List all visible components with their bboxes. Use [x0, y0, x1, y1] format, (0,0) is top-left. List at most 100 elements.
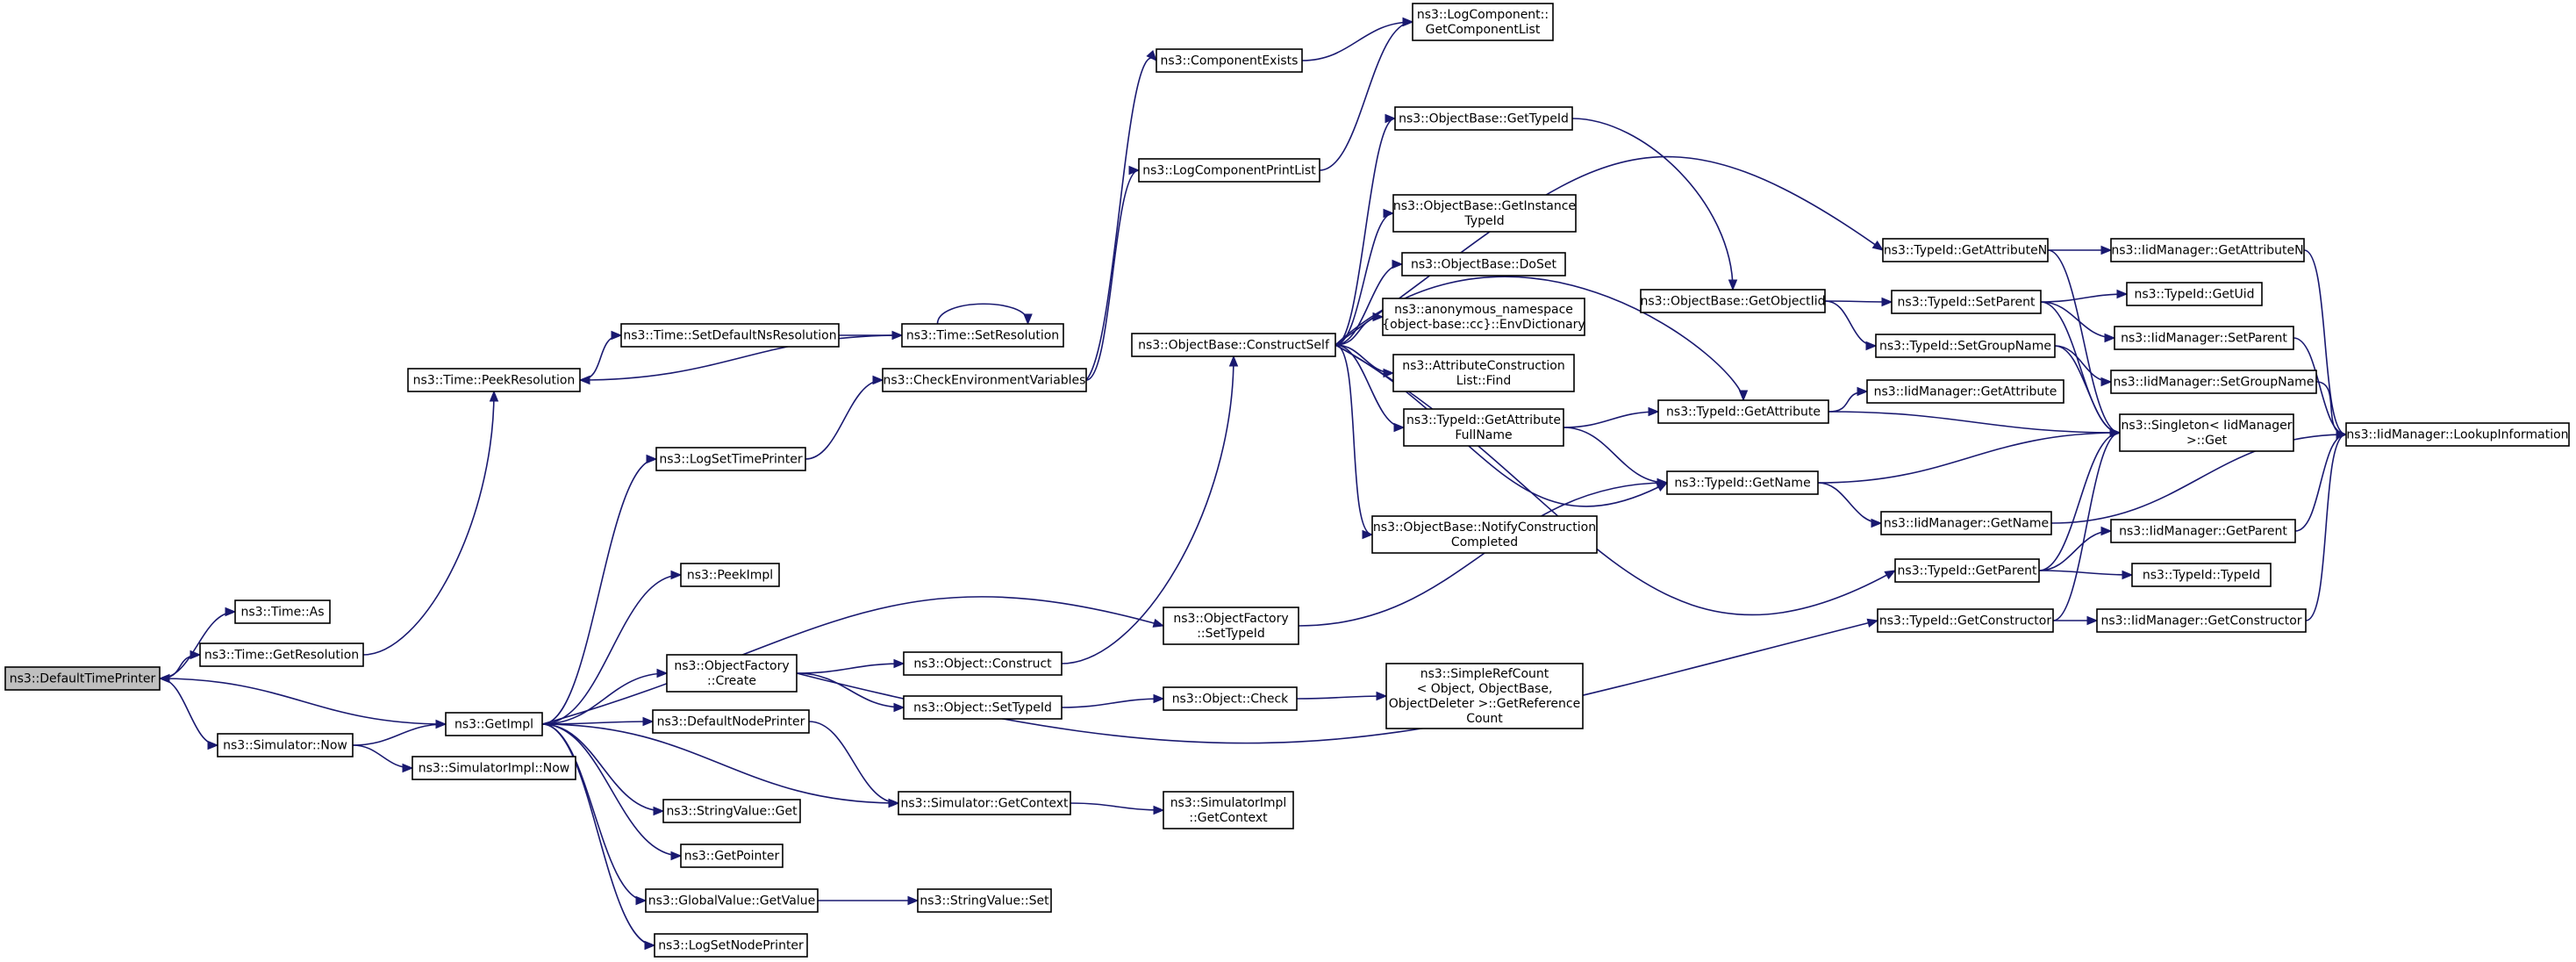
node-label: GetComponentList — [1426, 23, 1541, 37]
function-node-iid-manager-lookup-information[interactable]: ns3::IidManager::LookupInformation — [2345, 422, 2570, 447]
function-node-time-peek-resolution[interactable]: ns3::Time::PeekResolution — [407, 368, 581, 392]
arrowhead — [2116, 289, 2129, 299]
function-node-object-check[interactable]: ns3::Object::Check — [1163, 686, 1298, 711]
call-nodes: ns3::DefaultTimePrinterns3::Time::Asns3:… — [4, 3, 2570, 958]
function-node-type-id-get-attribute[interactable]: ns3::TypeId::GetAttribute — [1657, 399, 1829, 424]
function-node-log-set-time-printer[interactable]: ns3::LogSetTimePrinter — [655, 447, 806, 471]
node-label: ns3::Time::SetResolution — [906, 329, 1059, 343]
function-node-type-id-set-parent[interactable]: ns3::TypeId::SetParent — [1891, 290, 2042, 314]
node-label: ns3::TypeId::SetGroupName — [1879, 340, 2051, 354]
call-edge — [578, 334, 903, 385]
function-node-get-component-list[interactable]: ns3::LogComponent::GetComponentList — [1412, 3, 1554, 41]
function-node-peek-impl[interactable]: ns3::PeekImpl — [680, 563, 780, 587]
call-edge — [541, 723, 900, 808]
call-edge — [1335, 344, 1374, 540]
arrowhead — [190, 650, 202, 660]
function-node-simple-ref-count-get-reference-count[interactable]: ns3::SimpleRefCount< Object, ObjectBase,… — [1385, 663, 1584, 729]
node-label: ns3::Time::SetDefaultNsResolution — [623, 329, 836, 343]
function-node-iid-manager-get-attribute[interactable]: ns3::IidManager::GetAttribute — [1866, 379, 2064, 404]
function-node-time-get-resolution[interactable]: ns3::Time::GetResolution — [199, 643, 364, 667]
call-edge — [159, 650, 202, 679]
function-node-default-time-printer[interactable]: ns3::DefaultTimePrinter — [4, 666, 161, 691]
function-node-string-value-set[interactable]: ns3::StringValue::Set — [917, 888, 1052, 913]
arrowhead — [1153, 805, 1165, 815]
call-edge — [159, 678, 219, 750]
call-edge — [541, 454, 658, 725]
function-node-get-impl[interactable]: ns3::GetImpl — [445, 712, 543, 736]
function-node-iid-manager-set-parent[interactable]: ns3::IidManager::SetParent — [2114, 326, 2294, 350]
function-node-check-environment-variables[interactable]: ns3::CheckEnvironmentVariables — [882, 368, 1087, 392]
function-node-type-id-get-parent[interactable]: ns3::TypeId::GetParent — [1894, 558, 2040, 583]
function-node-log-component-print-list[interactable]: ns3::LogComponentPrintList — [1138, 158, 1320, 183]
function-node-get-pointer[interactable]: ns3::GetPointer — [680, 844, 784, 868]
function-node-simulator-now[interactable]: ns3::Simulator::Now — [217, 733, 354, 757]
arrowhead — [1728, 279, 1738, 291]
function-node-iid-manager-get-parent[interactable]: ns3::IidManager::GetParent — [2110, 519, 2296, 543]
function-node-component-exists[interactable]: ns3::ComponentExists — [1156, 48, 1303, 73]
function-node-object-set-type-id[interactable]: ns3::Object::SetTypeId — [903, 695, 1063, 720]
call-edge — [1335, 259, 1404, 346]
node-box — [903, 651, 1063, 676]
function-node-env-dictionary[interactable]: ns3::anonymous_namespace{object-base::cc… — [1382, 298, 1585, 336]
arrowhead — [670, 851, 683, 861]
call-edge — [1061, 355, 1239, 664]
call-edge — [1335, 276, 1749, 402]
function-node-simulator-impl-get-context[interactable]: ns3::SimulatorImpl::GetContext — [1163, 791, 1294, 829]
node-box — [199, 643, 364, 667]
node-label: ns3::ObjectBase::NotifyConstruction — [1373, 520, 1596, 535]
arrowhead — [1648, 406, 1660, 417]
function-node-object-base-construct-self[interactable]: ns3::ObjectBase::ConstructSelf — [1131, 333, 1336, 357]
function-node-object-factory-create[interactable]: ns3::ObjectFactory::Create — [666, 654, 798, 693]
function-node-iid-manager-get-attribute-n[interactable]: ns3::IidManager::GetAttributeN — [2110, 238, 2305, 262]
function-node-type-id-get-attribute-n[interactable]: ns3::TypeId::GetAttributeN — [1882, 238, 2049, 262]
function-node-type-id-set-group-name[interactable]: ns3::TypeId::SetGroupName — [1875, 334, 2056, 358]
function-node-type-id-get-name[interactable]: ns3::TypeId::GetName — [1666, 470, 1819, 495]
function-node-object-base-get-object-iid[interactable]: ns3::ObjectBase::GetObjectIid — [1640, 289, 1826, 313]
function-node-singleton-iid-manager-get[interactable]: ns3::Singleton< IidManager >::Get — [2119, 413, 2294, 452]
function-node-global-value-get-value[interactable]: ns3::GlobalValue::GetValue — [645, 888, 819, 913]
function-node-time-set-default-ns-resolution[interactable]: ns3::Time::SetDefaultNsResolution — [620, 323, 840, 348]
function-node-notify-construction-completed[interactable]: ns3::ObjectBase::NotifyConstructionCompl… — [1371, 515, 1598, 554]
function-node-default-node-printer[interactable]: ns3::DefaultNodePrinter — [652, 709, 810, 734]
function-node-log-set-node-printer[interactable]: ns3::LogSetNodePrinter — [654, 933, 808, 958]
function-node-iid-manager-get-constructor[interactable]: ns3::IidManager::GetConstructor — [2096, 608, 2307, 633]
node-label: ns3::Time::GetResolution — [204, 649, 359, 663]
function-node-object-base-get-type-id[interactable]: ns3::ObjectBase::GetTypeId — [1394, 106, 1573, 131]
function-node-time-as[interactable]: ns3::Time::As — [234, 599, 331, 624]
node-label: ns3::Object::SetTypeId — [913, 701, 1052, 715]
node-label: ns3::Singleton< IidManager — [2122, 419, 2293, 433]
function-node-simulator-impl-now[interactable]: ns3::SimulatorImpl::Now — [411, 756, 576, 780]
call-edge — [2038, 570, 2134, 580]
node-box — [1163, 686, 1298, 711]
node-label: ns3::ObjectBase::ConstructSelf — [1138, 339, 1330, 353]
function-node-object-factory-set-type-id[interactable]: ns3::ObjectFactory::SetTypeId — [1163, 607, 1299, 645]
arrowhead — [2122, 570, 2134, 580]
function-node-object-construct[interactable]: ns3::Object::Construct — [903, 651, 1063, 676]
function-node-simulator-get-context[interactable]: ns3::Simulator::GetContext — [898, 791, 1071, 815]
function-node-type-id-type-id[interactable]: ns3::TypeId::TypeId — [2131, 563, 2272, 587]
node-box — [645, 888, 819, 913]
call-edge — [1817, 427, 2122, 484]
call-edge — [158, 673, 447, 725]
call-edge — [1070, 802, 1165, 815]
node-box — [1138, 158, 1320, 183]
node-box — [445, 712, 543, 736]
function-node-time-set-resolution[interactable]: ns3::Time::SetResolution — [901, 323, 1064, 348]
node-label: ns3::Simulator::GetContext — [900, 797, 1069, 811]
node-label: ns3::TypeId::GetConstructor — [1879, 614, 2051, 628]
function-node-string-value-get[interactable]: ns3::StringValue::Get — [662, 799, 801, 823]
node-label: ns3::DefaultNodePrinter — [657, 715, 805, 729]
node-box — [903, 695, 1063, 720]
node-label: ns3::StringValue::Set — [919, 894, 1049, 908]
function-node-iid-manager-set-group-name[interactable]: ns3::IidManager::SetGroupName — [2110, 370, 2317, 394]
function-node-iid-manager-get-name[interactable]: ns3::IidManager::GetName — [1880, 511, 2052, 535]
function-node-type-id-get-constructor[interactable]: ns3::TypeId::GetConstructor — [1877, 608, 2054, 633]
node-label: ns3::ObjectBase::GetTypeId — [1399, 112, 1569, 126]
function-node-object-base-do-set[interactable]: ns3::ObjectBase::DoSet — [1401, 252, 1566, 276]
arrowhead — [2100, 377, 2113, 387]
function-node-type-id-get-uid[interactable]: ns3::TypeId::GetUid — [2126, 282, 2263, 306]
node-label: ns3::IidManager::SetGroupName — [2114, 376, 2315, 390]
